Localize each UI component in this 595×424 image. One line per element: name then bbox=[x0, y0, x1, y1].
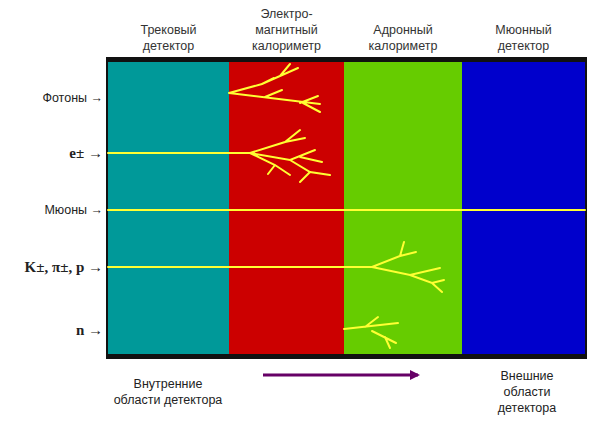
hadron-band bbox=[344, 60, 462, 356]
particle-label: Мюоны → bbox=[3, 202, 103, 218]
left-border bbox=[106, 57, 108, 359]
layer-heading: Трековый детектор bbox=[117, 22, 221, 54]
top-border bbox=[106, 57, 587, 62]
particle-label: n → bbox=[3, 322, 103, 338]
layer-heading: Электро- магнитный калориметр bbox=[235, 6, 339, 54]
particle-tracks bbox=[108, 64, 585, 348]
layer-heading-box: Трековый детектор bbox=[108, 22, 229, 54]
particle-label: Фотоны → bbox=[3, 90, 103, 106]
track-band bbox=[108, 60, 229, 356]
direction-arrow bbox=[263, 374, 418, 377]
region-label: Внутренние области детектора bbox=[112, 376, 224, 408]
layer-heading-box: Адронный калориметр bbox=[344, 22, 462, 54]
layer-heading-box: Мюонный детектор bbox=[462, 22, 585, 54]
particle-label: e± → bbox=[3, 145, 103, 161]
layer-heading: Адронный калориметр bbox=[351, 22, 455, 54]
layer-heading-box: Электро- магнитный калориметр bbox=[229, 6, 344, 54]
layer-heading: Мюонный детектор bbox=[472, 22, 576, 54]
detector-layer: Адронный калориметр bbox=[344, 60, 462, 356]
muon-band bbox=[462, 60, 585, 356]
bottom-border bbox=[106, 354, 587, 359]
region-label: Внешние области детектора bbox=[477, 368, 577, 416]
detector-layer: Электро- магнитный калориметр bbox=[229, 60, 344, 356]
detector-layer: Мюонный детектор bbox=[462, 60, 585, 356]
detector-layer: Трековый детектор bbox=[108, 60, 229, 356]
right-border bbox=[585, 57, 587, 359]
particle-label: K±, π±, p → bbox=[3, 259, 103, 275]
em-band bbox=[229, 60, 344, 356]
